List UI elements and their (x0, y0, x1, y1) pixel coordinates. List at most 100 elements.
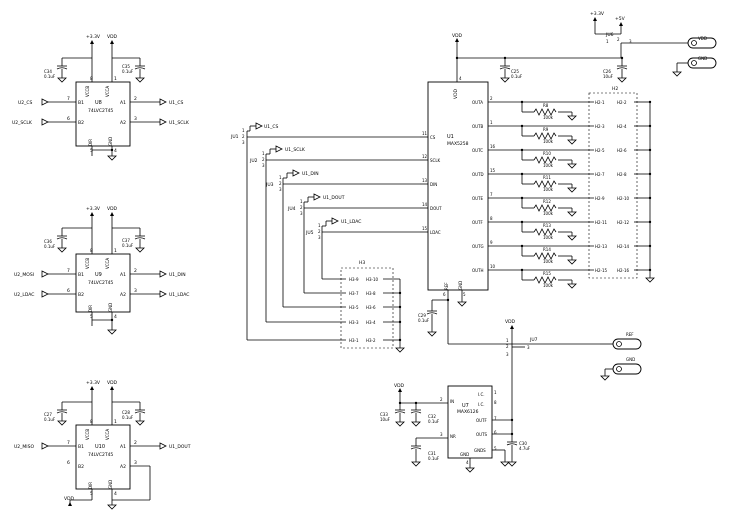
c25-ref: C25 (511, 69, 519, 74)
c36-val: 0.1uF (44, 244, 56, 249)
u9-n2: 2 (134, 268, 137, 274)
translator-u8: +3.3V VDD C34 0.1uF C35 0.1uF VCCB VCCA … (12, 34, 190, 161)
c35-val: 0.1uF (122, 69, 134, 74)
h2-left-pin: H2-5 (595, 148, 605, 153)
c37-ref: C37 (122, 238, 130, 243)
ju5-net: U1_LDAC (341, 219, 361, 225)
u8-n5: 5 (90, 148, 93, 154)
u9-a2: A2 (120, 292, 126, 298)
output-loads: H2 (588, 86, 655, 283)
u10-u1-dout-label: U1_DOUT (169, 444, 191, 450)
u8-n7: 7 (67, 96, 70, 102)
u2-mosi-label: U2_MOSI (14, 272, 34, 278)
gnd-connector-label: GND (698, 56, 707, 61)
h3-l3: H3-3 (349, 320, 359, 325)
resistor-ref: R14 (543, 247, 551, 252)
dac-in-dout: DOUT (430, 206, 442, 211)
u10-p33-label: +3.3V (86, 380, 101, 386)
u10-vdd-label: VDD (107, 380, 118, 386)
ju1-pin2: 2 (242, 134, 245, 139)
c30-ref: C30 (519, 441, 527, 446)
ju7-pin3b: 3 (527, 345, 530, 350)
u8-b1: B1 (78, 100, 84, 106)
dac-ref: U1 (447, 134, 454, 140)
u8-n3: 3 (134, 116, 137, 122)
ju7-reference-select: VDD JU7 1 2 3 3 REF GND (505, 319, 642, 381)
ju7-pin2: 2 (506, 344, 509, 349)
u10-n3: 3 (134, 460, 137, 466)
u10-vccb: VCCB (85, 429, 90, 440)
u8-vcca: VCCA (105, 86, 110, 97)
h2-left-pin: H2-15 (595, 268, 608, 273)
ju6-p33: +3.3V (590, 11, 605, 17)
ju7-pin1: 1 (506, 338, 509, 343)
u8-b2: B2 (78, 120, 84, 126)
vref-u7: U7 MAX6126 IN 2 I.C. 1 I.C. 8 OUTF 7 OUT… (380, 358, 531, 473)
dac-in-n15: 15 (422, 226, 428, 231)
h3-row-0: H3-9 H3-10 (322, 277, 400, 282)
u10-ref: U10 (95, 444, 105, 450)
u9-vdd-label: VDD (107, 206, 118, 212)
resistor-ref: R12 (543, 199, 551, 204)
h2-right-pin: H2-2 (617, 100, 627, 105)
u10-vcca: VCCA (105, 429, 110, 440)
resistor-value: 100k (543, 259, 554, 264)
c31-val: 0.1uF (428, 456, 440, 461)
u7-n3: 3 (440, 432, 443, 437)
dac-in-n12: 12 (422, 154, 428, 159)
ju1-pin3: 3 (242, 140, 245, 145)
u8-gnd: GND (108, 137, 113, 146)
ju1-pin1: 1 (242, 128, 245, 133)
u9-p33-label: +3.3V (86, 206, 101, 212)
resistor-value: 100k (543, 211, 554, 216)
u9-a1: A1 (120, 272, 126, 278)
u10-a2: A2 (120, 464, 126, 470)
u9-n1: 1 (114, 248, 117, 254)
resistor-value: 100k (543, 139, 554, 144)
h2-right-pin: H2-10 (617, 196, 630, 201)
dac-n7: 7 (490, 192, 493, 197)
u10-b1: B1 (78, 444, 84, 450)
dac-n10: 10 (490, 264, 496, 269)
ju4-pin1: 1 (300, 199, 303, 204)
u8-n8: 8 (90, 76, 93, 82)
dac-in-n13: 13 (422, 178, 428, 183)
resistor-ref: R10 (543, 151, 551, 156)
h2-left-pin: H2-9 (595, 196, 605, 201)
c28-val: 0.1uF (122, 415, 134, 420)
u9-gnd: GND (108, 303, 113, 312)
u8-u1-cs-label: U1_CS (169, 100, 184, 106)
ju2-ref: JU2 (249, 158, 258, 164)
dac-outf: OUTF (472, 220, 484, 225)
u10-b2: B2 (78, 464, 84, 470)
resistor-ref: R8 (543, 103, 549, 108)
jumper-bank: JU1 1 2 3 U1_CS JU2 1 2 3 U1_SCLK JU3 1 … (230, 122, 420, 340)
dac-outb: OUTB (472, 124, 484, 129)
resistor-value: 100k (543, 187, 554, 192)
u2-ldac-label: U2_LDAC (14, 292, 34, 298)
ju6-ref: JU6 (605, 32, 614, 38)
h3-row-1: H3-7 H3-8 (304, 291, 400, 296)
h2-right-pin: H2-6 (617, 148, 627, 153)
c35-ref: C35 (122, 64, 130, 69)
u7-n8: 8 (494, 400, 497, 405)
c33-val: 10uF (380, 417, 391, 422)
h3-r0: H3-10 (366, 277, 379, 282)
u10-n2: 2 (134, 440, 137, 446)
dac-n5: 5 (463, 292, 466, 297)
u9-u1-ldac-label: U1_LDAC (169, 292, 189, 298)
u7-n2: 2 (440, 397, 443, 402)
u9-dir: DIR (88, 305, 93, 312)
dac-in-n14: 14 (422, 202, 428, 207)
u9-ref: U9 (95, 272, 102, 278)
ju6-pin2: 2 (617, 37, 620, 42)
u10-dir: DIR (88, 482, 93, 489)
ju5-ref: JU5 (305, 230, 314, 236)
c32-ref: C32 (428, 414, 436, 419)
u9-vccb: VCCB (85, 258, 90, 269)
resistor-value: 100k (543, 235, 554, 240)
